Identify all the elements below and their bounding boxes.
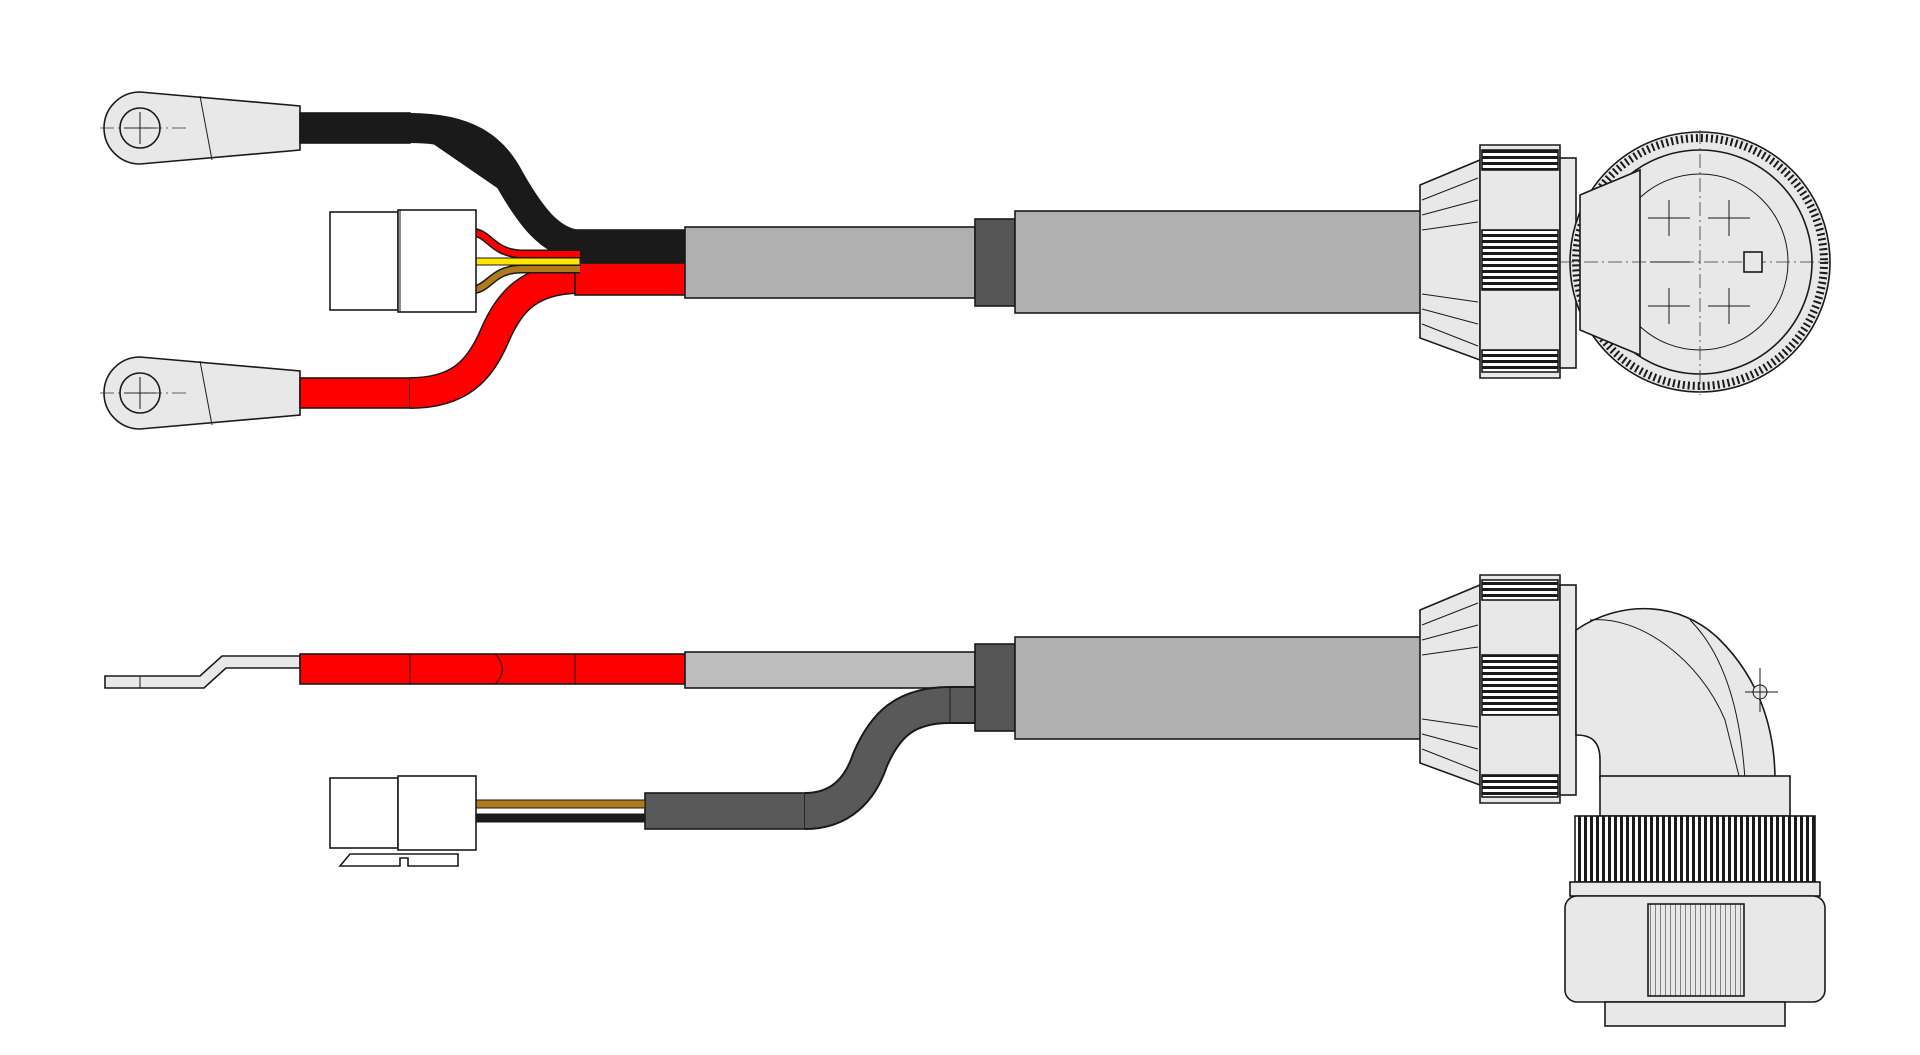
top-cable-assembly: [100, 91, 1831, 430]
black-wire: [299, 112, 686, 263]
red-wire: [299, 262, 686, 409]
plug-housing-icon: [329, 775, 477, 867]
signal-wires: [475, 799, 646, 823]
circular-connector-face-icon: [1560, 130, 1831, 395]
plug-housing-icon: [329, 209, 477, 313]
flat-pin-terminal-icon: [104, 655, 301, 689]
ring-lug-terminal-icon: [100, 91, 301, 165]
sheath-band: [974, 643, 1016, 732]
outer-sheath-thick: [1014, 210, 1426, 314]
outer-sheath: [684, 651, 976, 689]
right-angle-circular-connector-icon: [1564, 607, 1826, 1027]
outer-sheath: [684, 226, 976, 299]
sheath-band: [974, 218, 1016, 307]
bottom-cable-assembly: [104, 574, 1826, 1027]
red-wire: [299, 653, 686, 685]
dark-gray-branch-cable: [644, 686, 975, 830]
backshell-strain-relief: [1419, 144, 1577, 379]
ring-lug-terminal-icon: [100, 356, 301, 430]
backshell-strain-relief: [1419, 574, 1577, 804]
outer-sheath-thick: [1014, 636, 1426, 740]
